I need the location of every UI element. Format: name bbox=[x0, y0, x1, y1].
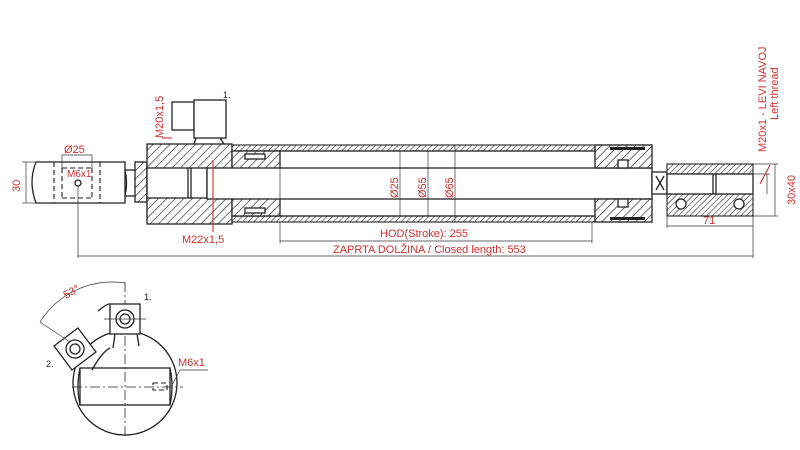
gland-thread-label: M22x1,5 bbox=[182, 234, 224, 246]
rod-end bbox=[666, 163, 754, 217]
main-section-view: 1. M20x1,5 M22x1,5 Ø25 M6x1 30 Ø25 Ø55 Ø… bbox=[11, 46, 798, 258]
rod-diameter: Ø25 bbox=[389, 177, 401, 198]
eye-grease-thread: M6x1 bbox=[67, 169, 92, 180]
side-port-2-label: 2. bbox=[46, 359, 54, 369]
side-port-1-label: 1. bbox=[144, 292, 152, 302]
port-1-fitting bbox=[171, 99, 227, 145]
clevis-eye bbox=[31, 161, 135, 204]
closed-length-label: ZAPRTA DOLŽINA / Closed length: 553 bbox=[333, 243, 526, 256]
eye-hole-diameter: Ø25 bbox=[64, 144, 85, 156]
piston-diameter: Ø55 bbox=[417, 177, 429, 198]
rod-end-size: 30x40 bbox=[786, 175, 798, 205]
side-grease-thread: M6x1 bbox=[178, 357, 205, 369]
side-view: 53° 1. 2. M6x1 bbox=[39, 281, 208, 437]
rod-tip bbox=[651, 171, 668, 195]
port-1-label: 1. bbox=[223, 90, 231, 100]
gland-head bbox=[594, 144, 653, 223]
rod-end-thread-line1: M20x1 - LEVI NAVOJ bbox=[757, 46, 769, 152]
eye-width: 30 bbox=[11, 180, 23, 192]
grease-nipple-hole bbox=[74, 179, 82, 187]
piston-rod bbox=[206, 167, 653, 200]
stroke-label: HOD(Stroke): 255 bbox=[380, 228, 468, 240]
rod-end-thread-line2: Left thread bbox=[769, 67, 781, 120]
piston bbox=[231, 150, 281, 217]
port-thread-label: M20x1,5 bbox=[154, 96, 166, 138]
tube-outer-diameter: Ø65 bbox=[444, 177, 456, 198]
rod-end-length: 71 bbox=[703, 215, 715, 227]
side-angle-label: 53° bbox=[62, 283, 82, 302]
cylinder-barrel bbox=[231, 144, 653, 223]
